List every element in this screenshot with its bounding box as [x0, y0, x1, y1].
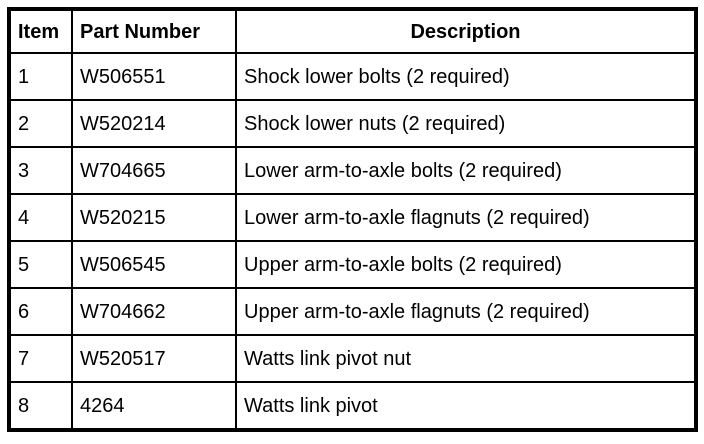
table-row: 3 W704665 Lower arm-to-axle bolts (2 req…	[8, 146, 697, 195]
header-row: Item Part Number Description	[8, 8, 697, 54]
header-item: Item	[8, 8, 73, 54]
item-cell: 3	[8, 146, 73, 195]
table-body: 1 W506551 Shock lower bolts (2 required)…	[8, 52, 697, 431]
table-row: 7 W520517 Watts link pivot nut	[8, 334, 697, 383]
part-number-cell: W520214	[71, 99, 237, 148]
table-row: 4 W520215 Lower arm-to-axle flagnuts (2 …	[8, 193, 697, 242]
item-cell: 5	[8, 240, 73, 289]
part-number-cell: W704662	[71, 287, 237, 336]
table-row: 6 W704662 Upper arm-to-axle flagnuts (2 …	[8, 287, 697, 336]
item-cell: 7	[8, 334, 73, 383]
table-row: 2 W520214 Shock lower nuts (2 required)	[8, 99, 697, 148]
table-row: 8 4264 Watts link pivot	[8, 381, 697, 431]
header-part-number: Part Number	[71, 8, 237, 54]
item-cell: 1	[8, 52, 73, 101]
description-cell: Upper arm-to-axle bolts (2 required)	[235, 240, 697, 289]
item-cell: 2	[8, 99, 73, 148]
part-number-cell: W506545	[71, 240, 237, 289]
part-number-cell: W506551	[71, 52, 237, 101]
description-cell: Watts link pivot nut	[235, 334, 697, 383]
parts-table: Item Part Number Description 1 W506551 S…	[7, 7, 698, 432]
part-number-cell: 4264	[71, 381, 237, 431]
part-number-cell: W704665	[71, 146, 237, 195]
description-cell: Shock lower nuts (2 required)	[235, 99, 697, 148]
table-header: Item Part Number Description	[8, 8, 697, 54]
description-cell: Watts link pivot	[235, 381, 697, 431]
description-cell: Lower arm-to-axle flagnuts (2 required)	[235, 193, 697, 242]
item-cell: 4	[8, 193, 73, 242]
table-row: 1 W506551 Shock lower bolts (2 required)	[8, 52, 697, 101]
part-number-cell: W520215	[71, 193, 237, 242]
item-cell: 6	[8, 287, 73, 336]
part-number-cell: W520517	[71, 334, 237, 383]
item-cell: 8	[8, 381, 73, 431]
table-row: 5 W506545 Upper arm-to-axle bolts (2 req…	[8, 240, 697, 289]
description-cell: Lower arm-to-axle bolts (2 required)	[235, 146, 697, 195]
description-cell: Upper arm-to-axle flagnuts (2 required)	[235, 287, 697, 336]
header-description: Description	[235, 8, 697, 54]
description-cell: Shock lower bolts (2 required)	[235, 52, 697, 101]
